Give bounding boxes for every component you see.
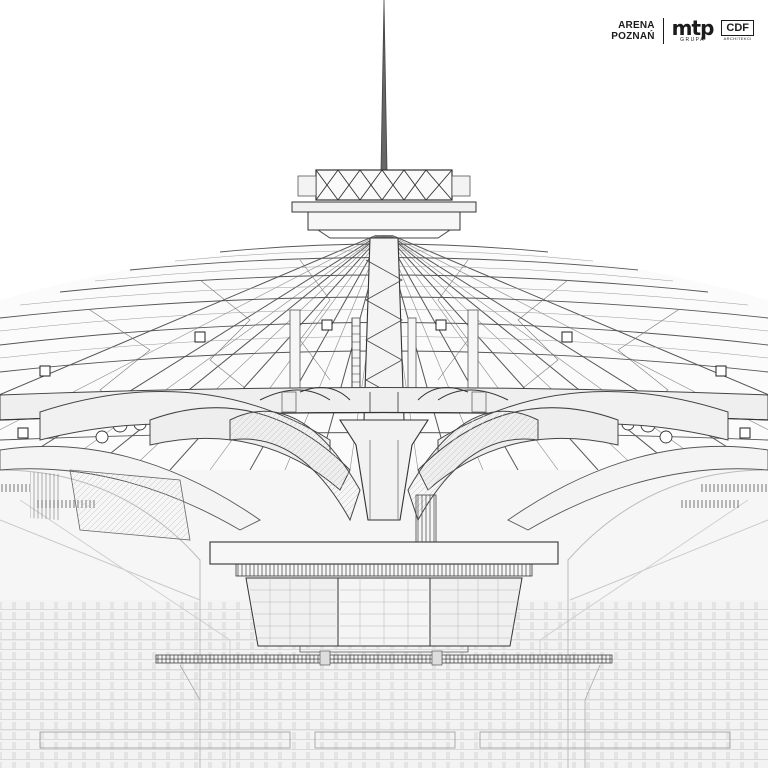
- arena-logo-line-2: POZNAŃ: [611, 31, 655, 42]
- cdf-logo-subtitle: ARCHITEKCI: [723, 36, 752, 41]
- cdf-logo: CDF ARCHITEKCI: [721, 20, 754, 42]
- mtp-logo-subtitle: GRUPA: [680, 37, 705, 43]
- catwalk: [281, 391, 487, 413]
- scoreboard-screens: [245, 577, 523, 653]
- petal-arches-right: [407, 387, 768, 531]
- roof-lantern: [291, 169, 477, 239]
- mtp-logo-mark: mtp: [671, 16, 715, 40]
- lighting-rig: [155, 650, 613, 666]
- petal-arches-left: [0, 387, 361, 531]
- logo-divider: [662, 18, 664, 44]
- cdf-logo-mark: CDF: [721, 20, 754, 36]
- arena-logo-line-1: ARENA: [618, 20, 655, 31]
- logo-group: ARENA POZNAŃ mtp GRUPA CDF ARCHITEKCI: [611, 18, 754, 44]
- mtp-logo: mtp GRUPA: [671, 16, 715, 43]
- arena-poznan-logo: ARENA POZNAŃ: [611, 20, 654, 42]
- central-support: [338, 419, 437, 548]
- acoustic-panel-left: [30, 469, 191, 541]
- scoreboard-platform: [209, 541, 559, 577]
